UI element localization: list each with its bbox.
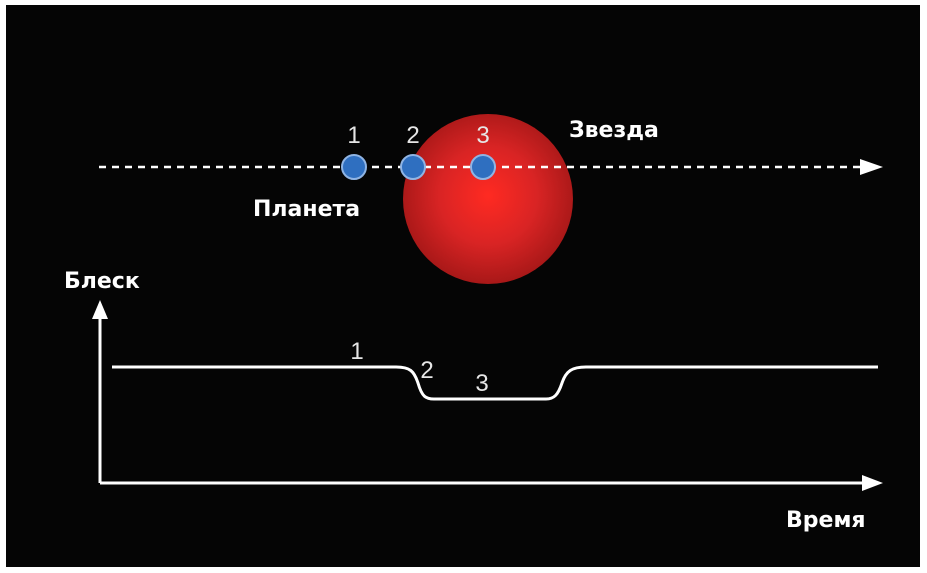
brightness-axis-arrowhead	[92, 300, 108, 319]
star-disc	[403, 114, 573, 284]
diagram-frame: 1 2 3 Звезда Планета Блеск Время 1 2 3	[6, 5, 920, 567]
curve-marker-1: 1	[350, 338, 363, 365]
planet-position-1	[341, 154, 367, 180]
planet-position-2	[400, 154, 426, 180]
curve-marker-2: 2	[420, 357, 433, 384]
brightness-axis-label: Блеск	[64, 269, 140, 294]
orbit-position-number-3: 3	[476, 122, 489, 149]
star-label: Звезда	[569, 118, 659, 143]
planet-label: Планета	[253, 197, 360, 222]
orbit-position-number-1: 1	[347, 122, 360, 149]
planet-path-arrowhead	[860, 159, 883, 175]
curve-marker-3: 3	[475, 370, 488, 397]
time-axis-arrowhead	[862, 475, 883, 491]
time-axis-label: Время	[786, 508, 866, 533]
planet-position-3	[470, 154, 496, 180]
light-curve	[112, 365, 878, 401]
transit-diagram: 1 2 3 Звезда Планета Блеск Время 1 2 3	[64, 114, 883, 533]
orbit-position-number-2: 2	[406, 122, 419, 149]
